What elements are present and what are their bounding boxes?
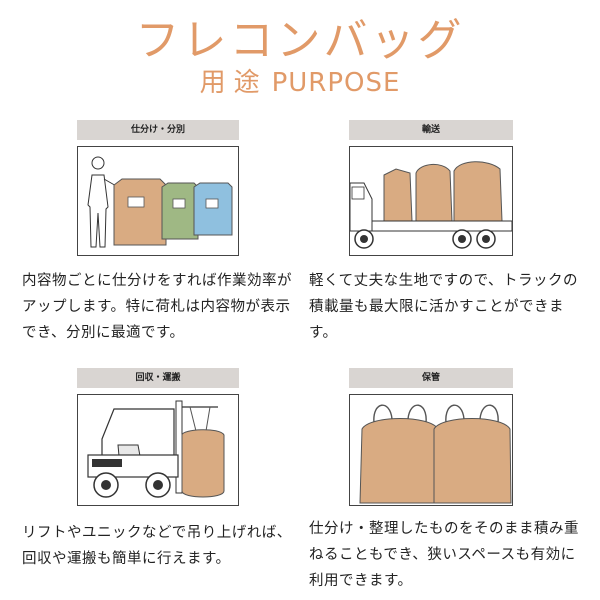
card-desc-transport: 軽くて丈夫な生地ですので、トラックの積載量も最大限に活かすことができます。 <box>309 273 578 341</box>
truck-icon <box>350 161 512 249</box>
card-desc-storage: 仕分け・整理したものをそのまま積み重ねることもでき、狭いスペースも有効に利用でき… <box>309 521 579 589</box>
collection-illustration <box>77 394 239 506</box>
card-collection: 回収・運搬 <box>77 368 239 506</box>
card-label-transport: 輸送 <box>349 120 513 140</box>
storage-illustration <box>349 394 513 506</box>
card-label-sorting: 仕分け・分別 <box>77 120 239 140</box>
stacked-bags-icon <box>359 404 512 504</box>
sorting-bags-icon <box>87 156 233 248</box>
subtitle-en: PURPOSE <box>271 68 401 98</box>
card-sorting: 仕分け・分別 <box>77 120 239 256</box>
card-desc-collection: リフトやユニックなどで吊り上げれば、回収や運搬も簡単に行えます。 <box>22 525 292 567</box>
transport-illustration <box>349 146 513 256</box>
sorting-illustration <box>77 146 239 256</box>
page-title: フレコンバッグ <box>135 15 465 66</box>
subtitle-jp: 用途 <box>199 68 268 98</box>
card-desc-sorting: 内容物ごとに仕分けをすれば作業効率がアップします。特に荷札は内容物が表示でき、分… <box>22 273 292 341</box>
card-label-storage: 保管 <box>349 368 513 388</box>
forklift-icon <box>87 400 225 498</box>
card-storage: 保管 <box>349 368 513 506</box>
card-transport: 輸送 <box>349 120 513 256</box>
card-label-collection: 回収・運搬 <box>77 368 239 388</box>
